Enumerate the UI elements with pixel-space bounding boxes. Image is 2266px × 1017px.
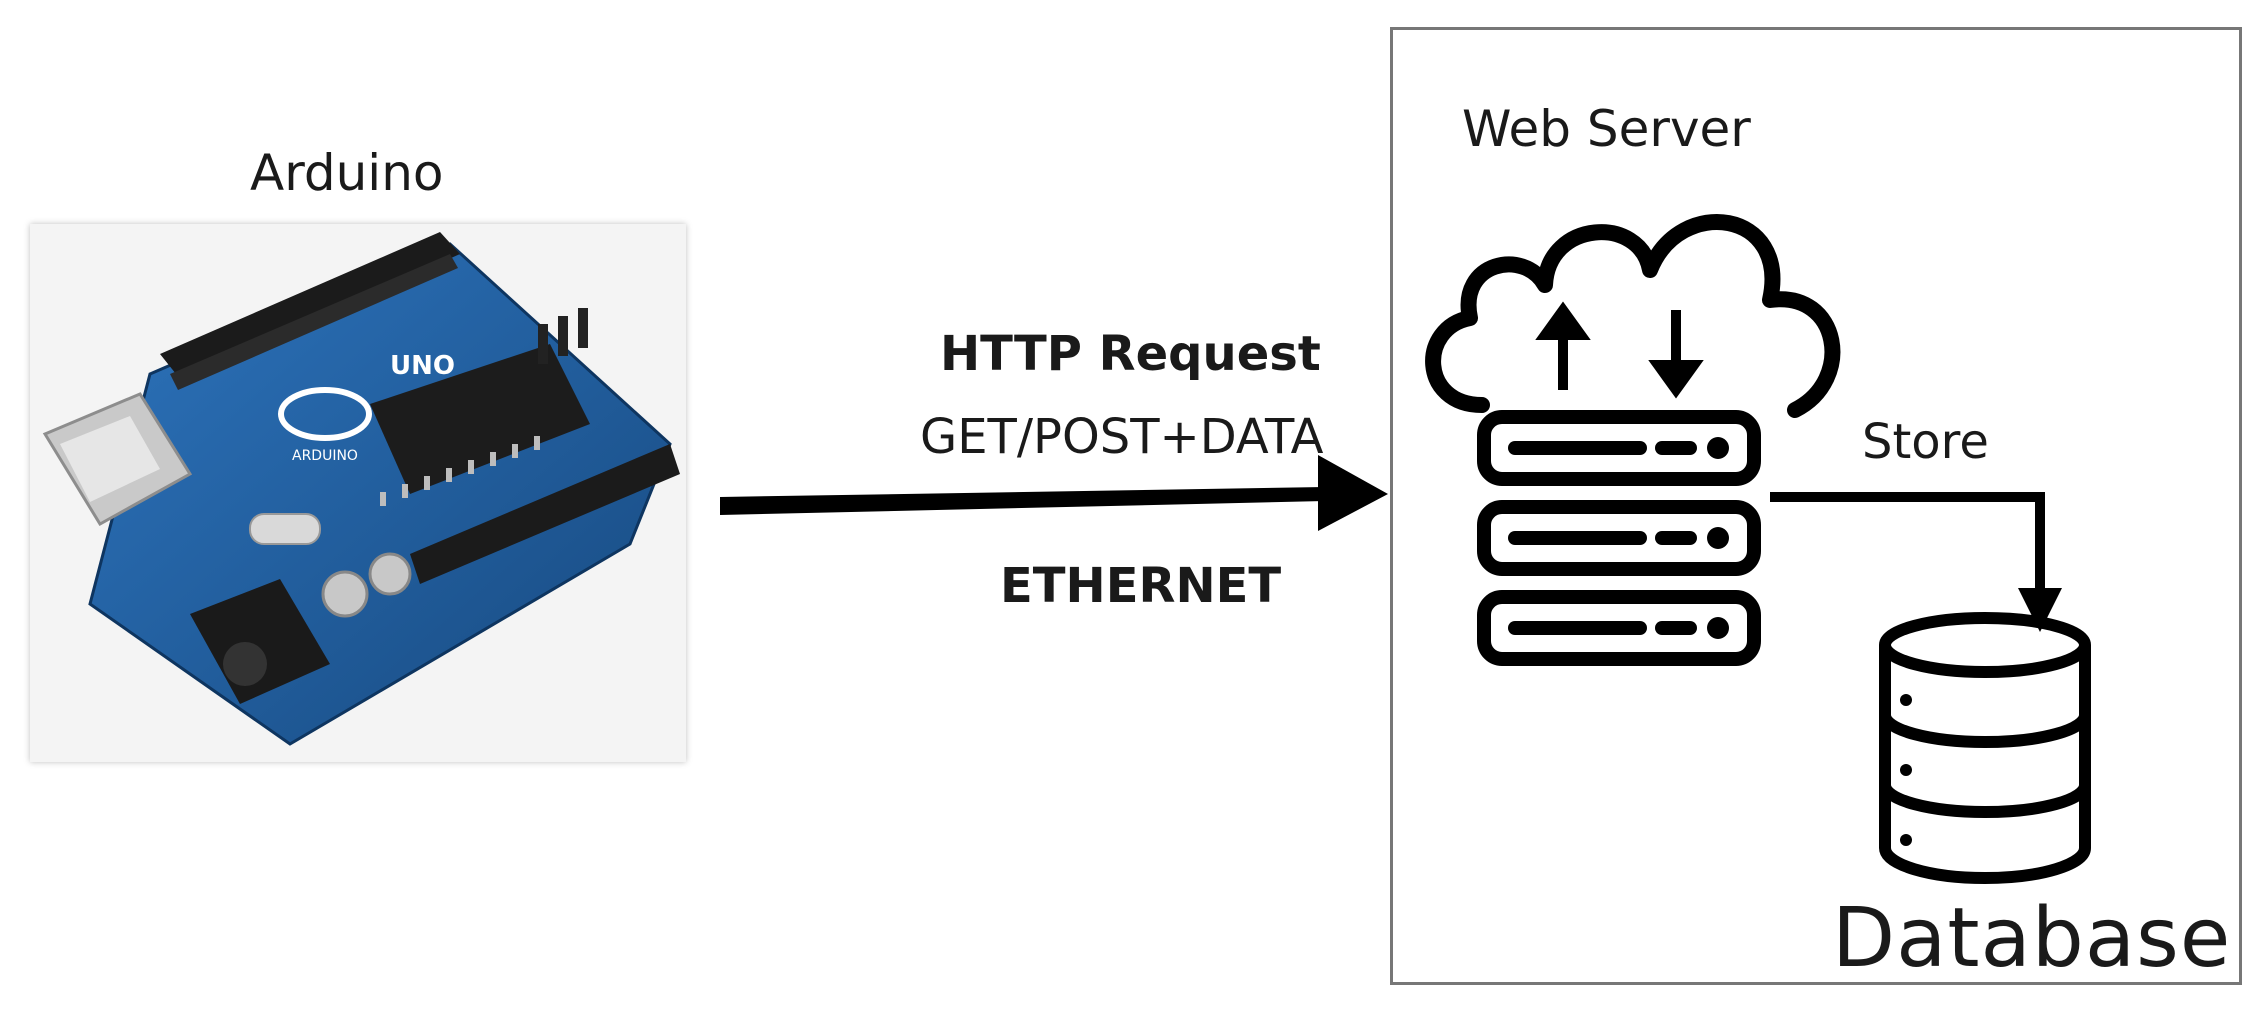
http-request-title: HTTP Request [940, 326, 1321, 382]
board-brand-text: ARDUINO [292, 448, 358, 464]
cloud-icon [1425, 214, 1841, 418]
database-icon [1879, 612, 2091, 884]
http-arrow [720, 455, 1388, 531]
db-dot-2 [1900, 764, 1912, 776]
server-led-1 [1707, 437, 1729, 459]
arduino-label: Arduino [250, 144, 444, 202]
db-dot-1 [1900, 694, 1912, 706]
db-dot-3 [1900, 834, 1912, 846]
server-stack-icon [1477, 410, 1761, 666]
ethernet-label: ETHERNET [1000, 558, 1282, 614]
board-logo-text: UNO [390, 351, 455, 381]
download-arrow-icon [1648, 310, 1704, 399]
arduino-board-photo: UNO ARDUINO [30, 224, 686, 762]
http-method-label: GET/POST+DATA [920, 409, 1324, 465]
store-arrow [1770, 492, 2062, 632]
web-server-box [1390, 27, 2242, 985]
server-led-3 [1707, 617, 1729, 639]
upload-arrow-icon [1535, 301, 1591, 390]
web-server-label: Web Server [1462, 100, 1751, 158]
database-label: Database [1832, 891, 2232, 986]
store-label: Store [1862, 414, 1989, 470]
server-led-2 [1707, 527, 1729, 549]
